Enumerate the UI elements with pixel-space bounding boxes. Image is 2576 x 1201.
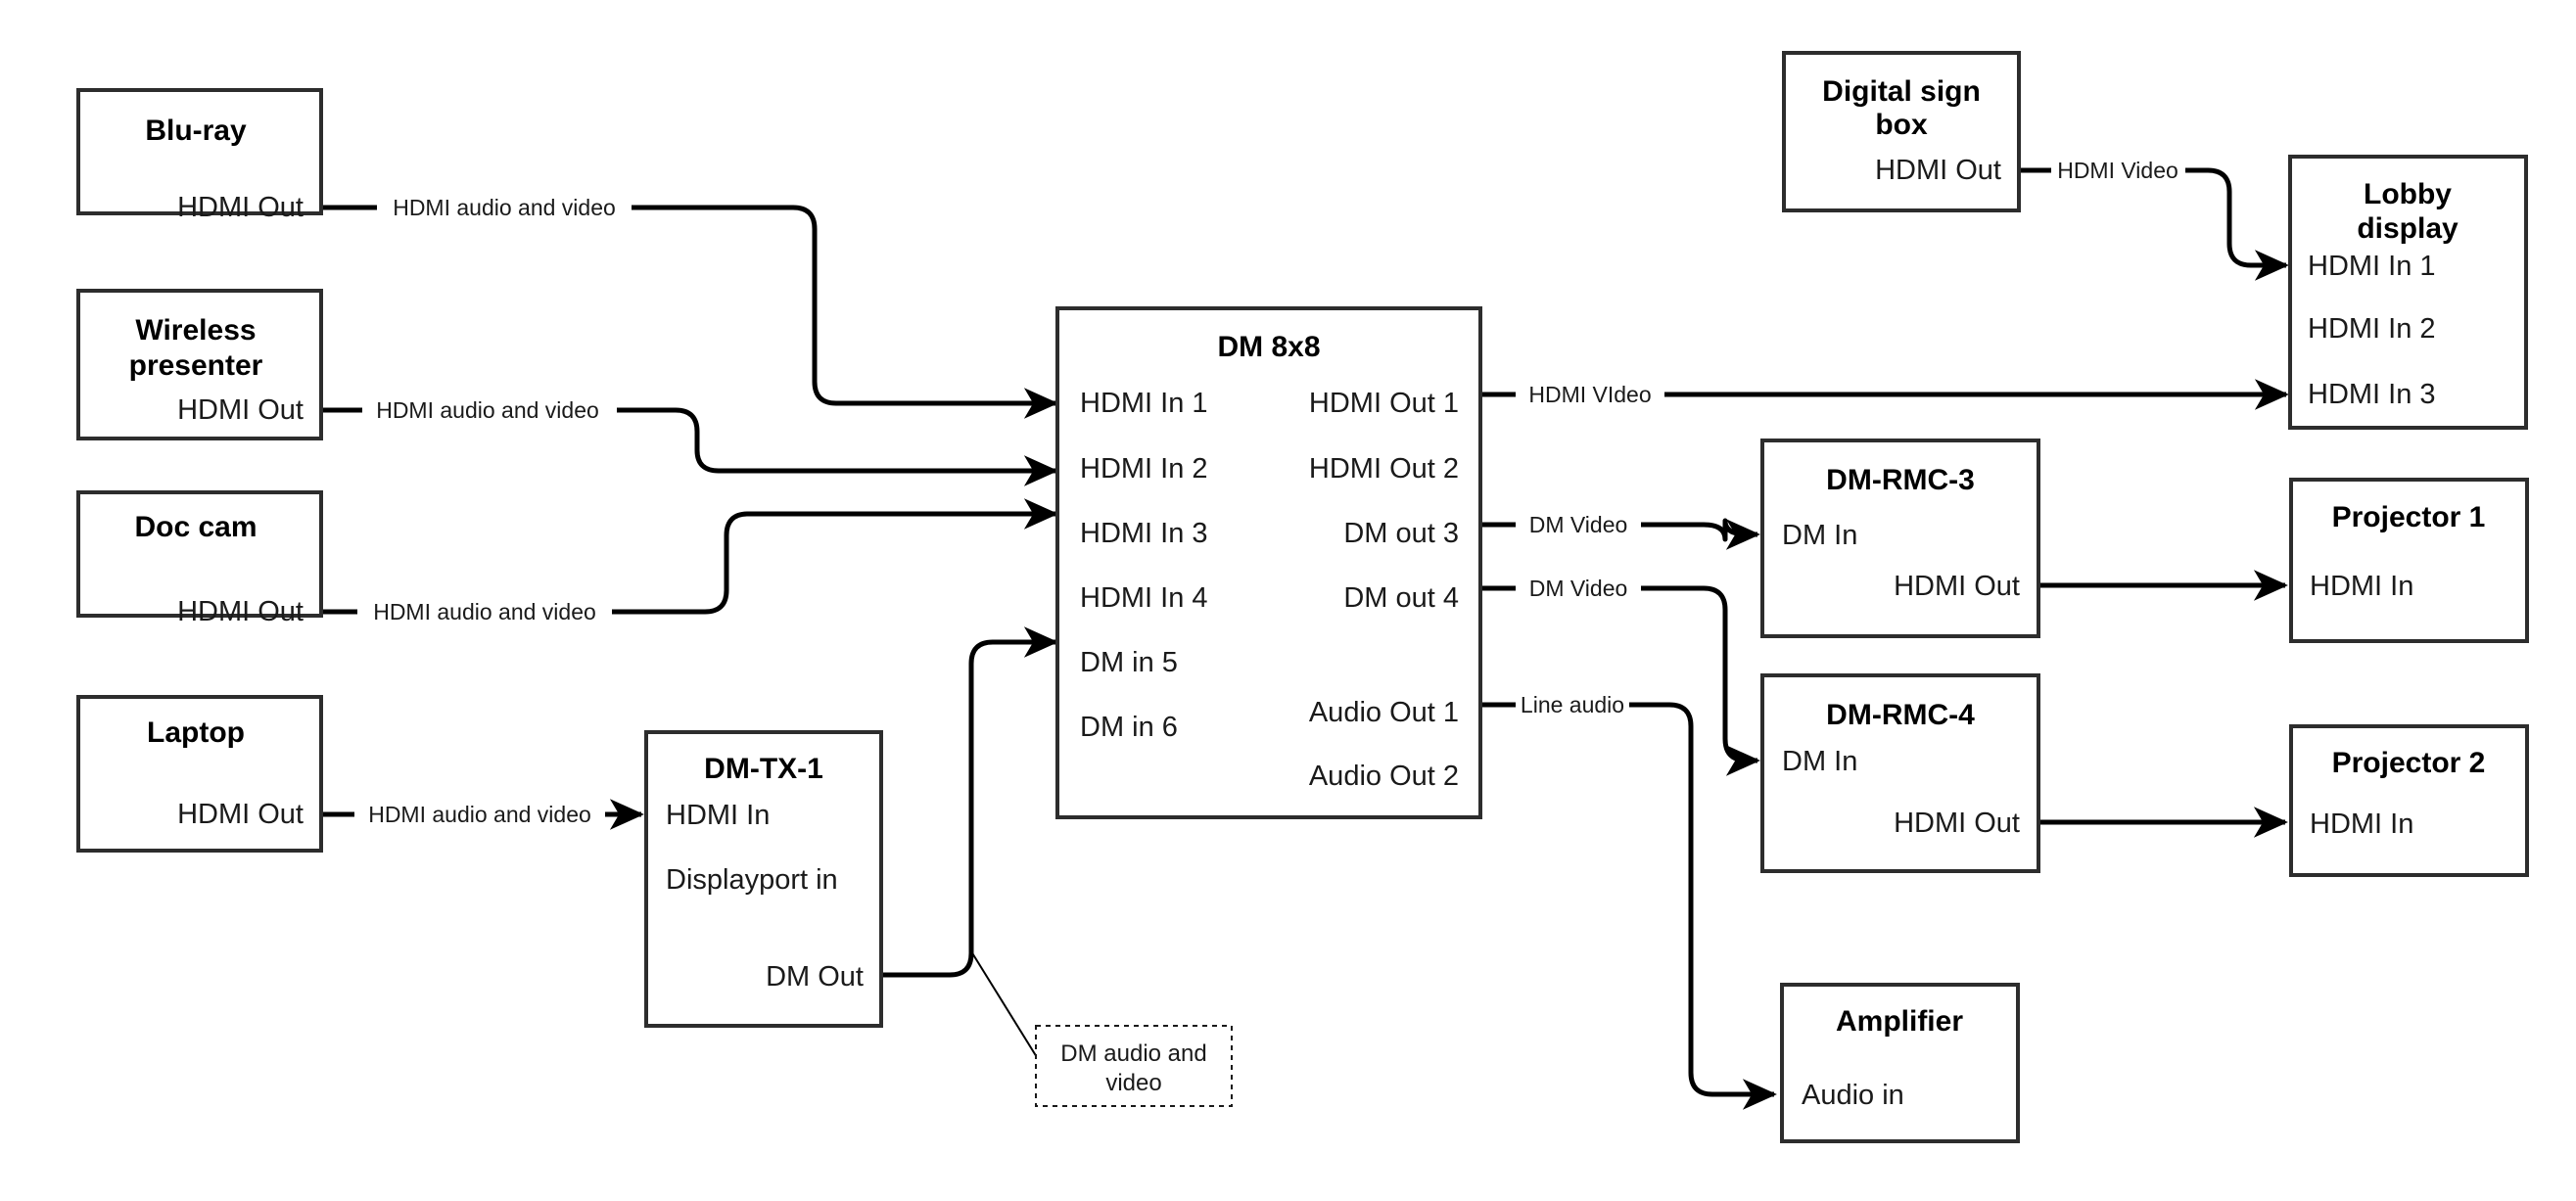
link-wireless-to-dm8x8-hdmi-in-2: HDMI audio and video [323, 397, 1058, 486]
node-dm-8x8-output-dm-out-3: DM out 3 [1343, 518, 1459, 549]
node-digital-sign-box-title-line1: Digital sign [1822, 75, 1981, 108]
node-dm-tx-1[interactable]: DM-TX-1 HDMI In Displayport in DM Out [644, 730, 883, 1028]
node-dm-8x8-input-dm-in-6: DM in 6 [1080, 712, 1178, 743]
node-wireless-presenter-title-line1: Wireless [135, 314, 256, 346]
node-dm-tx-1-port-displayport-in: Displayport in [666, 864, 838, 896]
link-doccam-to-dm8x8-hdmi-in-3: HDMI audio and video [323, 498, 1058, 624]
link-dmtx1-to-dm8x8-dm-in-5 [881, 626, 1058, 978]
node-lobby-display-box[interactable] [2288, 155, 2528, 430]
node-projector-2-title: Projector 2 [2332, 747, 2486, 779]
note-dm-audio-and-video-box [1035, 1025, 1233, 1107]
node-projector-2-box[interactable] [2289, 724, 2529, 877]
node-doc-cam-box[interactable] [76, 490, 323, 618]
link-digitalsign-to-lobby-hdmi-in-1: HDMI Video [2019, 158, 2289, 281]
node-amplifier-title: Amplifier [1836, 1005, 1963, 1038]
note-dm-audio-and-video-line1: DM audio and [1060, 1040, 1206, 1067]
node-dm-8x8-input-dm-in-5: DM in 5 [1080, 647, 1178, 678]
node-digital-sign-box[interactable]: Digital sign box HDMI Out [1782, 51, 2021, 212]
node-dm-rmc-4-port-hdmi-out: HDMI Out [1894, 808, 2020, 839]
node-amplifier-box[interactable] [1780, 983, 2020, 1143]
node-dm-8x8-input-hdmi-in-4: HDMI In 4 [1080, 582, 1208, 614]
node-dm-rmc-3[interactable]: DM-RMC-3 DM In HDMI Out [1760, 439, 2040, 638]
node-projector-1-port-hdmi-in: HDMI In [2310, 571, 2413, 602]
node-dm-8x8[interactable]: DM 8x8 HDMI In 1 HDMI In 2 HDMI In 3 HDM… [1055, 306, 1482, 819]
note-dm-audio-and-video-line2: video [1105, 1070, 1161, 1096]
node-wireless-presenter[interactable]: Wireless presenter HDMI Out [76, 289, 323, 440]
node-projector-2-port-hdmi-in: HDMI In [2310, 808, 2413, 840]
node-dm-tx-1-title: DM-TX-1 [704, 753, 823, 785]
node-lobby-display[interactable]: Lobby display HDMI In 1 HDMI In 2 HDMI I… [2288, 155, 2528, 430]
node-lobby-display-port-hdmi-in-2: HDMI In 2 [2308, 313, 2436, 345]
node-amplifier[interactable]: Amplifier Audio in [1780, 983, 2020, 1143]
node-laptop-box[interactable] [76, 695, 323, 853]
node-lobby-display-port-hdmi-in-1: HDMI In 1 [2308, 251, 2436, 282]
node-doc-cam-port-hdmi-out: HDMI Out [177, 596, 304, 627]
node-dm-8x8-title: DM 8x8 [1217, 331, 1320, 363]
node-dm-tx-1-port-dm-out: DM Out [766, 961, 864, 993]
node-laptop-title: Laptop [147, 716, 245, 749]
link-dm8x8-audioout1-to-amplifier: Line audio [1480, 692, 1777, 1110]
node-dm-tx-1-port-hdmi-in: HDMI In [666, 800, 770, 831]
node-dm-8x8-output-hdmi-out-1: HDMI Out 1 [1309, 388, 1459, 419]
node-digital-sign-box-title-line2: box [1875, 109, 1928, 141]
node-dm-8x8-input-hdmi-in-1: HDMI In 1 [1080, 388, 1208, 419]
note-dm-audio-and-video: DM audio and video [1035, 1025, 1233, 1107]
node-wireless-presenter-box[interactable] [76, 289, 323, 440]
node-doc-cam-title: Doc cam [134, 511, 257, 543]
node-projector-1-title: Projector 1 [2332, 501, 2486, 533]
edge-label-dm-out-4: DM Video [1529, 576, 1628, 601]
node-dm-rmc-4-box[interactable] [1760, 673, 2040, 873]
node-laptop[interactable]: Laptop HDMI Out [76, 695, 323, 853]
node-lobby-display-title-line2: display [2357, 212, 2459, 245]
link-dm8x8-hdmiout1-to-lobby-hdmi-in-3: HDMI VIdeo [1480, 379, 2289, 410]
node-lobby-display-title-line1: Lobby [2364, 178, 2452, 210]
node-projector-1[interactable]: Projector 1 HDMI In [2289, 478, 2529, 643]
edge-label-hdmi-out-1: HDMI VIdeo [1528, 382, 1651, 407]
node-dm-8x8-output-audio-out-2: Audio Out 2 [1309, 761, 1459, 792]
link-bluray-to-dm8x8-hdmi-in-1: HDMI audio and video [323, 195, 1058, 419]
node-digital-sign-box-port-hdmi-out: HDMI Out [1875, 155, 2001, 186]
edge-label-dm-out-3: DM Video [1529, 512, 1628, 537]
node-dm-8x8-output-dm-out-4: DM out 4 [1343, 582, 1459, 614]
node-amplifier-port-audio-in: Audio in [1802, 1080, 1904, 1111]
node-projector-2[interactable]: Projector 2 HDMI In [2289, 724, 2529, 877]
edge-label-laptop: HDMI audio and video [368, 802, 591, 827]
node-lobby-display-port-hdmi-in-3: HDMI In 3 [2308, 379, 2436, 410]
edge-label-wireless: HDMI audio and video [376, 397, 599, 423]
node-bluray-port-hdmi-out: HDMI Out [177, 192, 304, 223]
node-dm-rmc-3-box[interactable] [1760, 439, 2040, 638]
node-dm-rmc-4[interactable]: DM-RMC-4 DM In HDMI Out [1760, 673, 2040, 873]
node-dm-rmc-3-port-dm-in: DM In [1782, 520, 1857, 551]
link-dm8x8-dmout4-to-dmrmc4: DM Video [1480, 576, 1760, 776]
node-projector-1-box[interactable] [2289, 478, 2529, 643]
leader-dm-cable-note [970, 950, 1041, 1063]
node-bluray[interactable]: Blu-ray HDMI Out [76, 88, 323, 223]
node-dm-8x8-box[interactable] [1055, 306, 1482, 819]
node-dm-rmc-4-port-dm-in: DM In [1782, 746, 1857, 777]
edge-label-digital-sign: HDMI Video [2057, 158, 2178, 183]
node-dm-tx-1-box[interactable] [644, 730, 883, 1028]
node-dm-8x8-output-hdmi-out-2: HDMI Out 2 [1309, 453, 1459, 485]
node-bluray-title: Blu-ray [145, 115, 247, 147]
node-wireless-presenter-title-line2: presenter [129, 349, 263, 382]
link-laptop-to-dmtx1: HDMI audio and video [323, 799, 644, 830]
edge-label-bluray: HDMI audio and video [393, 195, 616, 220]
edge-label-audio-out-1: Line audio [1521, 692, 1624, 717]
node-dm-8x8-input-hdmi-in-2: HDMI In 2 [1080, 453, 1208, 485]
node-bluray-box[interactable] [76, 88, 323, 215]
node-dm-rmc-4-title: DM-RMC-4 [1826, 699, 1975, 731]
node-laptop-port-hdmi-out: HDMI Out [177, 799, 304, 830]
edge-label-doccam: HDMI audio and video [373, 599, 596, 624]
node-dm-8x8-output-audio-out-1: Audio Out 1 [1309, 697, 1459, 728]
node-dm-rmc-3-title: DM-RMC-3 [1826, 464, 1975, 496]
node-dm-rmc-3-port-hdmi-out: HDMI Out [1894, 571, 2020, 602]
node-dm-8x8-input-hdmi-in-3: HDMI In 3 [1080, 518, 1208, 549]
node-digital-sign-box-rect[interactable] [1782, 51, 2021, 212]
node-wireless-presenter-port-hdmi-out: HDMI Out [177, 394, 304, 426]
node-doc-cam[interactable]: Doc cam HDMI Out [76, 490, 323, 627]
link-dm8x8-dmout3-to-dmrmc3: DM Video [1480, 512, 1760, 550]
